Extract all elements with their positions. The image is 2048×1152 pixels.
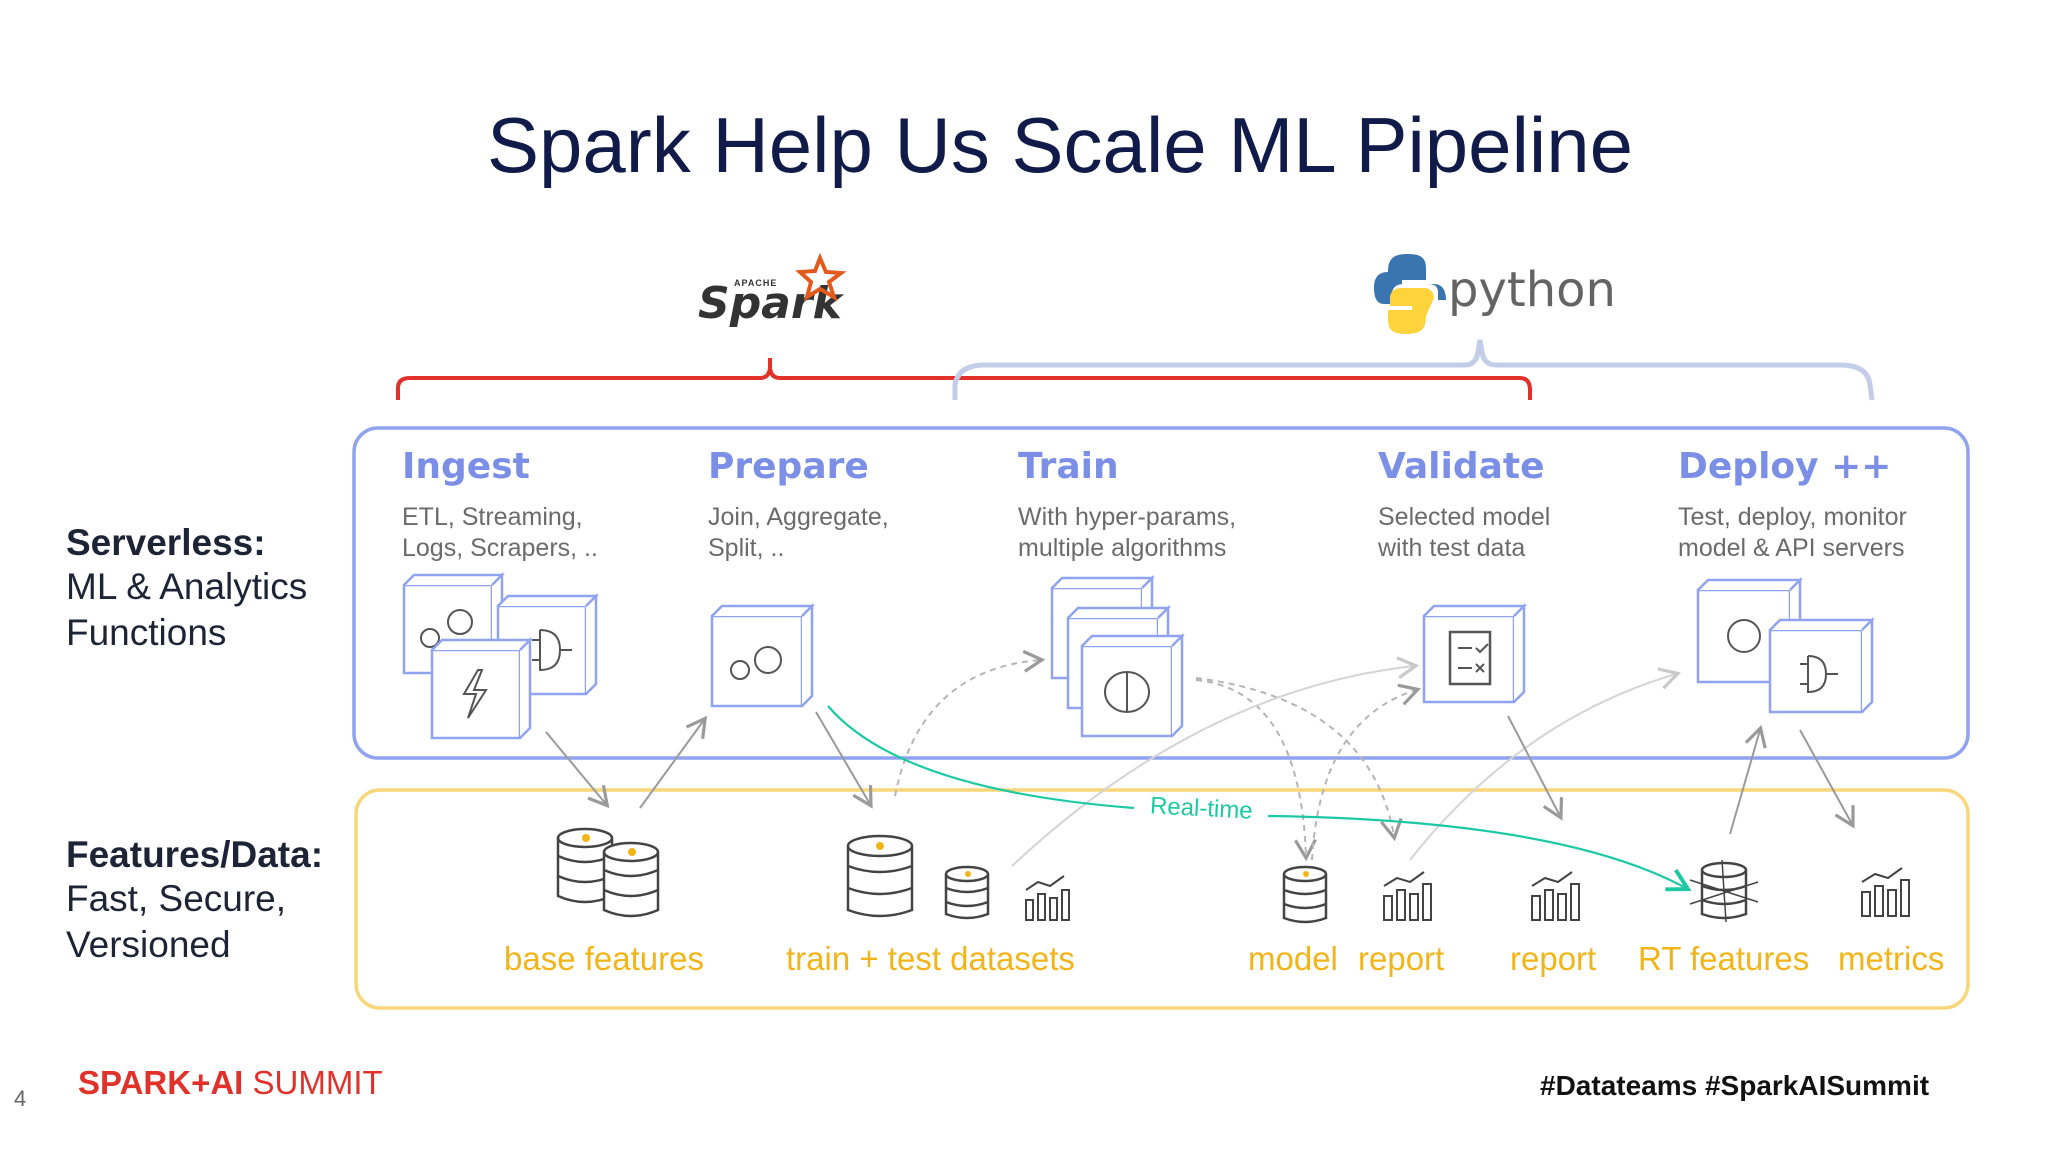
features-label-bold: Features/Data:	[66, 834, 324, 875]
stage-train-desc: With hyper-params, multiple algorithms	[1018, 502, 1236, 564]
summit-logo-bold: SPARK+AI	[78, 1064, 244, 1101]
arrow-train-report	[1195, 677, 1403, 842]
stage-prepare-desc-1: Join, Aggregate,	[708, 503, 889, 531]
stage-train-desc-2: multiple algorithms	[1018, 534, 1227, 562]
stage-prepare-desc: Join, Aggregate, Split, ..	[708, 502, 889, 564]
stage-ingest-title: Ingest	[402, 446, 530, 487]
python-snake-icon	[1374, 254, 1446, 334]
rt-features-db-icon	[1689, 859, 1759, 923]
accent-dots	[582, 834, 1309, 877]
realtime-label: Real-time	[1149, 792, 1254, 825]
model-label: model	[1248, 940, 1338, 977]
page-number: 4	[14, 1086, 27, 1111]
python-brace	[952, 339, 1875, 401]
report-chart-icon-1	[1383, 871, 1432, 921]
arrow-dataset-train	[894, 649, 1046, 797]
database-icons	[556, 827, 1759, 924]
base-features-label: base features	[504, 940, 704, 977]
arrow-realtime-2	[1267, 814, 1692, 892]
report-label-2: report	[1510, 940, 1597, 977]
features-label: Features/Data: Fast, Secure, Versioned	[66, 834, 323, 968]
arrow-deploy-metrics	[1799, 729, 1855, 829]
validate-checklist-cube-icon	[1422, 602, 1528, 704]
flow-arrows	[545, 649, 1855, 892]
arrow-rt-deploy	[1729, 724, 1767, 835]
deploy-cubes-icon	[1696, 576, 1876, 714]
arrow-ingest-down	[545, 731, 610, 809]
metrics-chart-icon	[1861, 867, 1910, 917]
serverless-label-line2: Functions	[66, 612, 227, 653]
stage-deploy-title: Deploy ++	[1678, 446, 1892, 487]
train-test-datasets-label: train + test datasets	[786, 940, 1075, 977]
arrow-prepare-down	[815, 711, 873, 809]
arrow-realtime	[827, 705, 1135, 810]
spark-brace	[396, 358, 1532, 400]
hashtags: #Datateams #SparkAISummit	[1540, 1070, 1930, 1101]
report-label-1: report	[1358, 940, 1445, 977]
spark-ai-summit-logo: SPARK+AI SUMMIT	[78, 1064, 383, 1102]
arrow-model-validate	[1311, 683, 1422, 861]
train-brain-cubes-icon	[1050, 574, 1186, 738]
arrow-base-up	[639, 715, 708, 809]
stage-ingest-desc-2: Logs, Scrapers, ..	[402, 534, 598, 562]
summit-logo-rest: SUMMIT	[243, 1064, 383, 1101]
stage-train-desc-1: With hyper-params,	[1018, 503, 1237, 531]
metrics-label: metrics	[1838, 940, 1945, 977]
spark-logo: Spark	[698, 278, 842, 329]
serverless-label-line1: ML & Analytics	[66, 566, 308, 607]
lightning-cube-icon	[430, 636, 534, 740]
spark-star-icon	[795, 252, 847, 302]
stage-validate-desc-2: with test data	[1378, 534, 1526, 562]
arrow-dataset-validate-faint	[1011, 656, 1420, 867]
chart-icons	[1025, 867, 1910, 921]
report-chart-icon-2	[1531, 871, 1580, 921]
stage-deploy-desc-1: Test, deploy, monitor	[1678, 503, 1907, 531]
serverless-label: Serverless: ML & Analytics Functions	[66, 522, 307, 656]
stage-train-title: Train	[1018, 446, 1119, 487]
stage-validate-desc: Selected model with test data	[1378, 502, 1550, 564]
stage-prepare-desc-2: Split, ..	[708, 534, 785, 562]
stage-deploy-desc: Test, deploy, monitor model & API server…	[1678, 502, 1907, 564]
arrow-validate-report	[1507, 715, 1564, 821]
stage-validate-title: Validate	[1378, 446, 1545, 487]
stage-ingest-desc-1: ETL, Streaming,	[402, 503, 583, 531]
python-logo: python	[1448, 262, 1616, 318]
prepare-gears-cube-icon	[710, 602, 816, 708]
stage-ingest-desc: ETL, Streaming, Logs, Scrapers, ..	[402, 502, 598, 564]
stage-validate-desc-1: Selected model	[1378, 503, 1551, 531]
dataset-chart-icon	[1025, 875, 1070, 921]
features-label-line1: Fast, Secure,	[66, 878, 287, 919]
stage-deploy-desc-2: model & API servers	[1678, 534, 1905, 562]
ingest-icons	[402, 571, 600, 740]
serverless-label-bold: Serverless:	[66, 522, 266, 563]
rt-features-label: RT features	[1638, 940, 1810, 977]
apache-label: APACHE	[734, 278, 778, 288]
slide-title: Spark Help Us Scale ML Pipeline	[487, 101, 1633, 189]
stage-prepare-title: Prepare	[708, 446, 869, 487]
features-label-line2: Versioned	[66, 924, 231, 965]
